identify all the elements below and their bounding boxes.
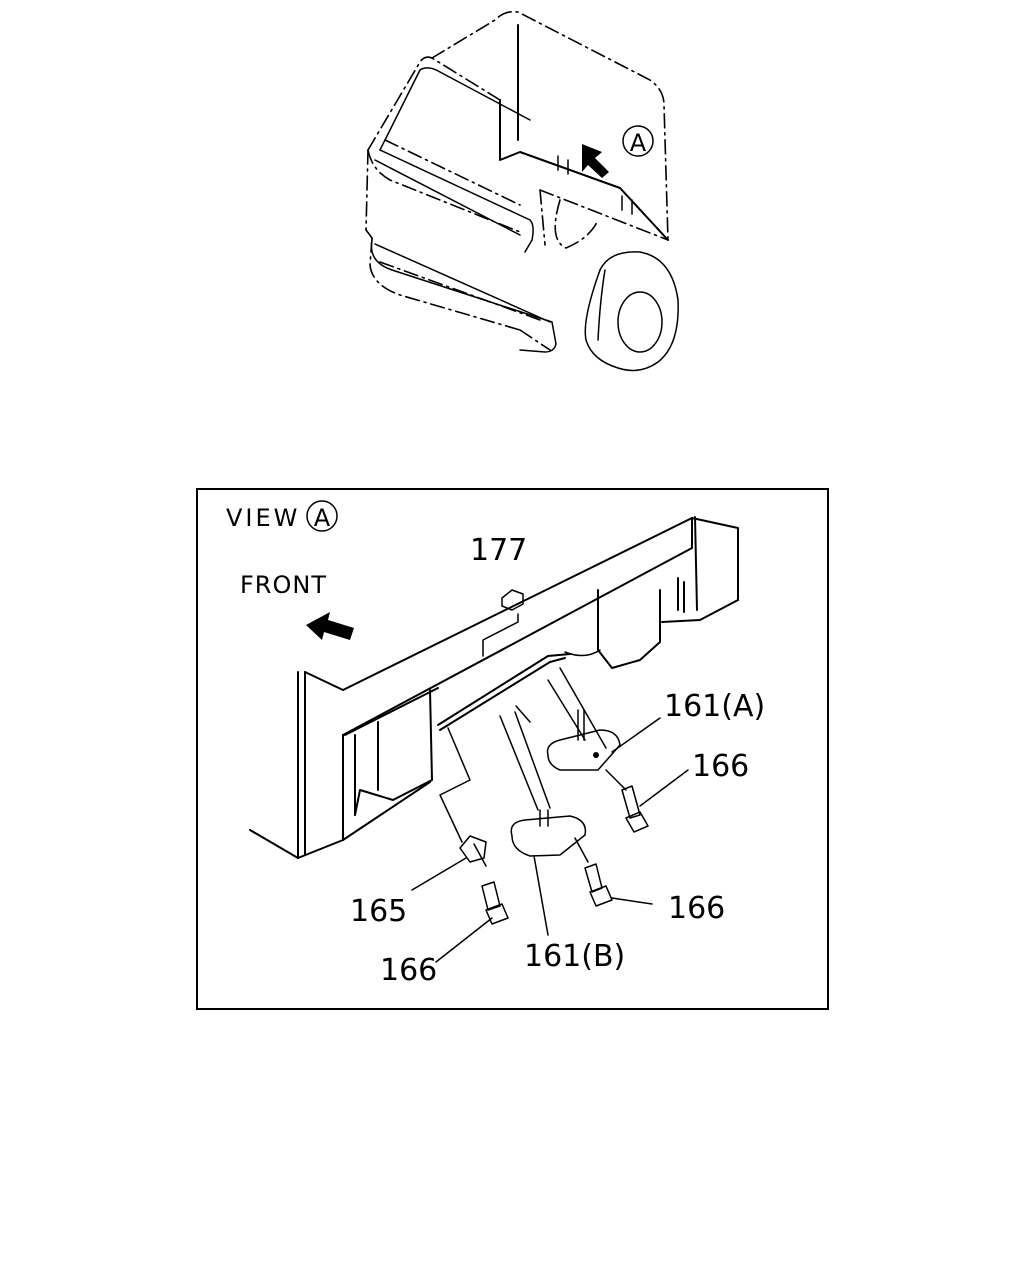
detail-view-marker-circle — [306, 500, 338, 532]
view-marker-circle — [622, 125, 654, 157]
bracket-161a-icon — [546, 729, 621, 771]
callout-166-b: 166 — [668, 891, 725, 926]
bolt-166-a-icon — [621, 785, 641, 819]
callout-177: 177 — [470, 533, 527, 568]
view-direction-arrow — [582, 144, 609, 178]
front-arrow-icon — [306, 612, 354, 640]
clip-165-icon — [459, 835, 487, 863]
front-label: FRONT — [240, 571, 327, 599]
callout-161a: 161(A) — [664, 689, 765, 724]
callout-165: 165 — [350, 894, 407, 929]
callout-166-a: 166 — [692, 749, 749, 784]
view-title: VIEW — [226, 504, 300, 532]
cab-overview: A — [365, 10, 679, 372]
bracket-161b-icon — [510, 815, 587, 857]
nut-177-icon — [501, 589, 524, 611]
callout-161b: 161(B) — [524, 939, 625, 974]
bolt-166-c-icon — [481, 881, 501, 911]
callout-166-c: 166 — [380, 953, 437, 988]
detail-view-frame — [196, 488, 829, 1010]
detail-view-marker: A — [314, 504, 331, 532]
overview-view-marker: A — [630, 129, 647, 157]
detail-view: VIEW A FRONT — [226, 500, 765, 988]
